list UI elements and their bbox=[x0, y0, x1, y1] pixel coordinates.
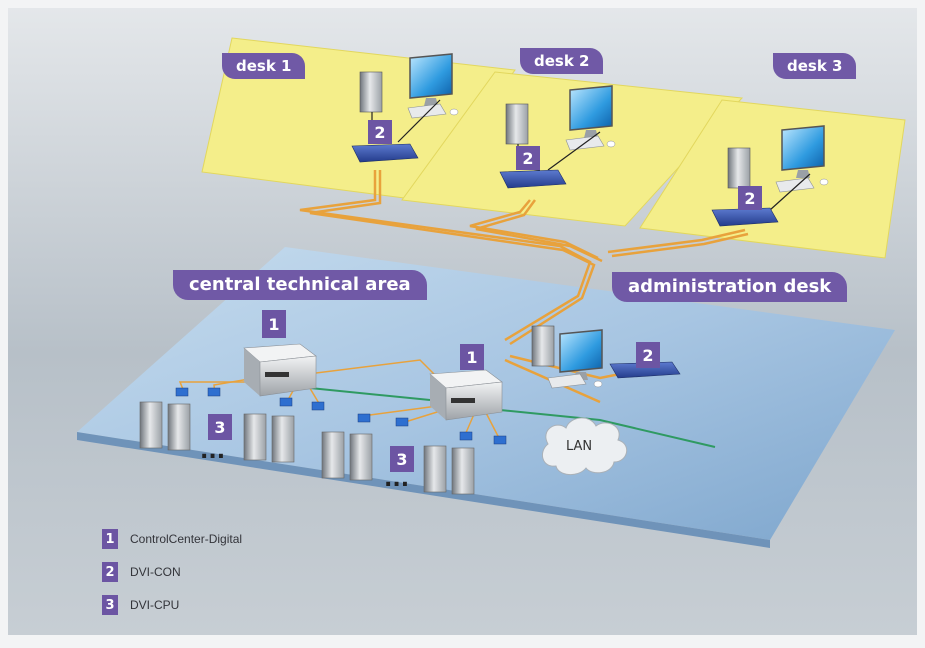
dvi-cpu-module-icon bbox=[459, 431, 473, 441]
server-tower-icon bbox=[451, 447, 475, 495]
svg-text:3: 3 bbox=[214, 418, 225, 437]
mouse-icon bbox=[819, 178, 829, 186]
legend-item-dvi-cpu: 3 DVI-CPU bbox=[102, 594, 242, 616]
marker-dvi-con-desk-3: 2 bbox=[738, 186, 762, 210]
dvi-cpu-module-icon bbox=[207, 387, 221, 397]
server-tower-icon bbox=[139, 401, 163, 449]
dvi-cpu-module-icon bbox=[395, 417, 409, 427]
legend-label: DVI-CPU bbox=[130, 598, 180, 612]
legend-label: DVI-CON bbox=[130, 565, 181, 579]
marker-dvi-con-desk-2: 2 bbox=[516, 146, 540, 170]
workstation-icon bbox=[727, 147, 751, 189]
desk-3-equipment bbox=[711, 125, 829, 227]
marker-dvi-cpu-left: 3 bbox=[208, 414, 232, 440]
mouse-icon bbox=[593, 380, 603, 388]
server-tower-icon bbox=[167, 403, 191, 451]
svg-text:1: 1 bbox=[466, 348, 477, 367]
legend-label: ControlCenter-Digital bbox=[130, 532, 243, 546]
ellipsis-left: ... bbox=[200, 439, 225, 464]
svg-text:2: 2 bbox=[522, 149, 533, 168]
dvi-cpu-module-icon bbox=[357, 413, 371, 423]
mouse-icon bbox=[449, 108, 459, 116]
legend-item-controlcenter: 1 ControlCenter-Digital bbox=[102, 528, 242, 550]
legend-item-dvi-con: 2 DVI-CON bbox=[102, 561, 242, 583]
svg-text:3: 3 bbox=[396, 450, 407, 469]
server-tower-icon bbox=[349, 433, 373, 481]
server-tower-icon bbox=[243, 413, 267, 461]
monitor-icon bbox=[409, 53, 453, 99]
marker-dvi-con-admin: 2 bbox=[636, 342, 660, 368]
kvm-switch-icon bbox=[499, 169, 567, 189]
administration-desk-label: administration desk bbox=[612, 272, 848, 302]
desk-2-equipment bbox=[499, 85, 616, 189]
controlcenter-unit-right bbox=[429, 369, 503, 421]
keyboard-icon bbox=[547, 373, 587, 389]
keyboard-icon bbox=[775, 177, 815, 193]
server-tower-icon bbox=[423, 445, 447, 493]
marker-controlcenter-right: 1 bbox=[460, 344, 484, 370]
desk-1-equipment bbox=[351, 53, 459, 163]
dvi-cpu-module-icon bbox=[311, 401, 325, 411]
workstation-icon bbox=[531, 325, 555, 367]
legend-number: 2 bbox=[102, 562, 118, 582]
svg-text:2: 2 bbox=[374, 123, 385, 142]
desk-3-label: desk 3 bbox=[773, 53, 857, 79]
desk-1-label: desk 1 bbox=[222, 53, 306, 79]
dvi-cpu-module-icon bbox=[279, 397, 293, 407]
legend-number: 1 bbox=[102, 529, 118, 549]
monitor-icon bbox=[559, 329, 603, 373]
server-tower-icon bbox=[271, 415, 295, 463]
server-tower-icon bbox=[321, 431, 345, 479]
dvi-cpu-module-icon bbox=[175, 387, 189, 397]
workstation-icon bbox=[359, 71, 383, 113]
marker-dvi-con-desk-1: 2 bbox=[368, 120, 392, 144]
workstation-icon bbox=[505, 103, 529, 145]
lan-label: LAN bbox=[566, 439, 592, 454]
marker-controlcenter-left: 1 bbox=[262, 310, 286, 338]
keyboard-icon bbox=[407, 103, 447, 119]
admin-desk-equipment bbox=[531, 325, 681, 389]
desk-3-area bbox=[639, 99, 906, 259]
dvi-cpu-module-icon bbox=[493, 435, 507, 445]
floor-edge bbox=[77, 432, 770, 548]
server-group-left bbox=[139, 387, 325, 463]
mouse-icon bbox=[606, 140, 616, 148]
server-group-right bbox=[321, 413, 507, 495]
svg-text:1: 1 bbox=[268, 315, 279, 334]
controlcenter-unit-left bbox=[243, 343, 317, 397]
svg-text:2: 2 bbox=[642, 346, 653, 365]
legend-number: 3 bbox=[102, 595, 118, 615]
kvm-switch-icon bbox=[351, 143, 419, 163]
monitor-icon bbox=[781, 125, 825, 171]
cloud-icon bbox=[541, 417, 628, 475]
monitor-icon bbox=[569, 85, 613, 131]
lan-line bbox=[309, 387, 716, 448]
desk-2-label: desk 2 bbox=[520, 48, 604, 74]
svg-text:2: 2 bbox=[744, 189, 755, 208]
central-technical-area-label: central technical area bbox=[173, 270, 427, 300]
marker-dvi-cpu-right: 3 bbox=[390, 446, 414, 472]
legend: 1 ControlCenter-Digital 2 DVI-CON 3 DVI-… bbox=[102, 528, 242, 627]
